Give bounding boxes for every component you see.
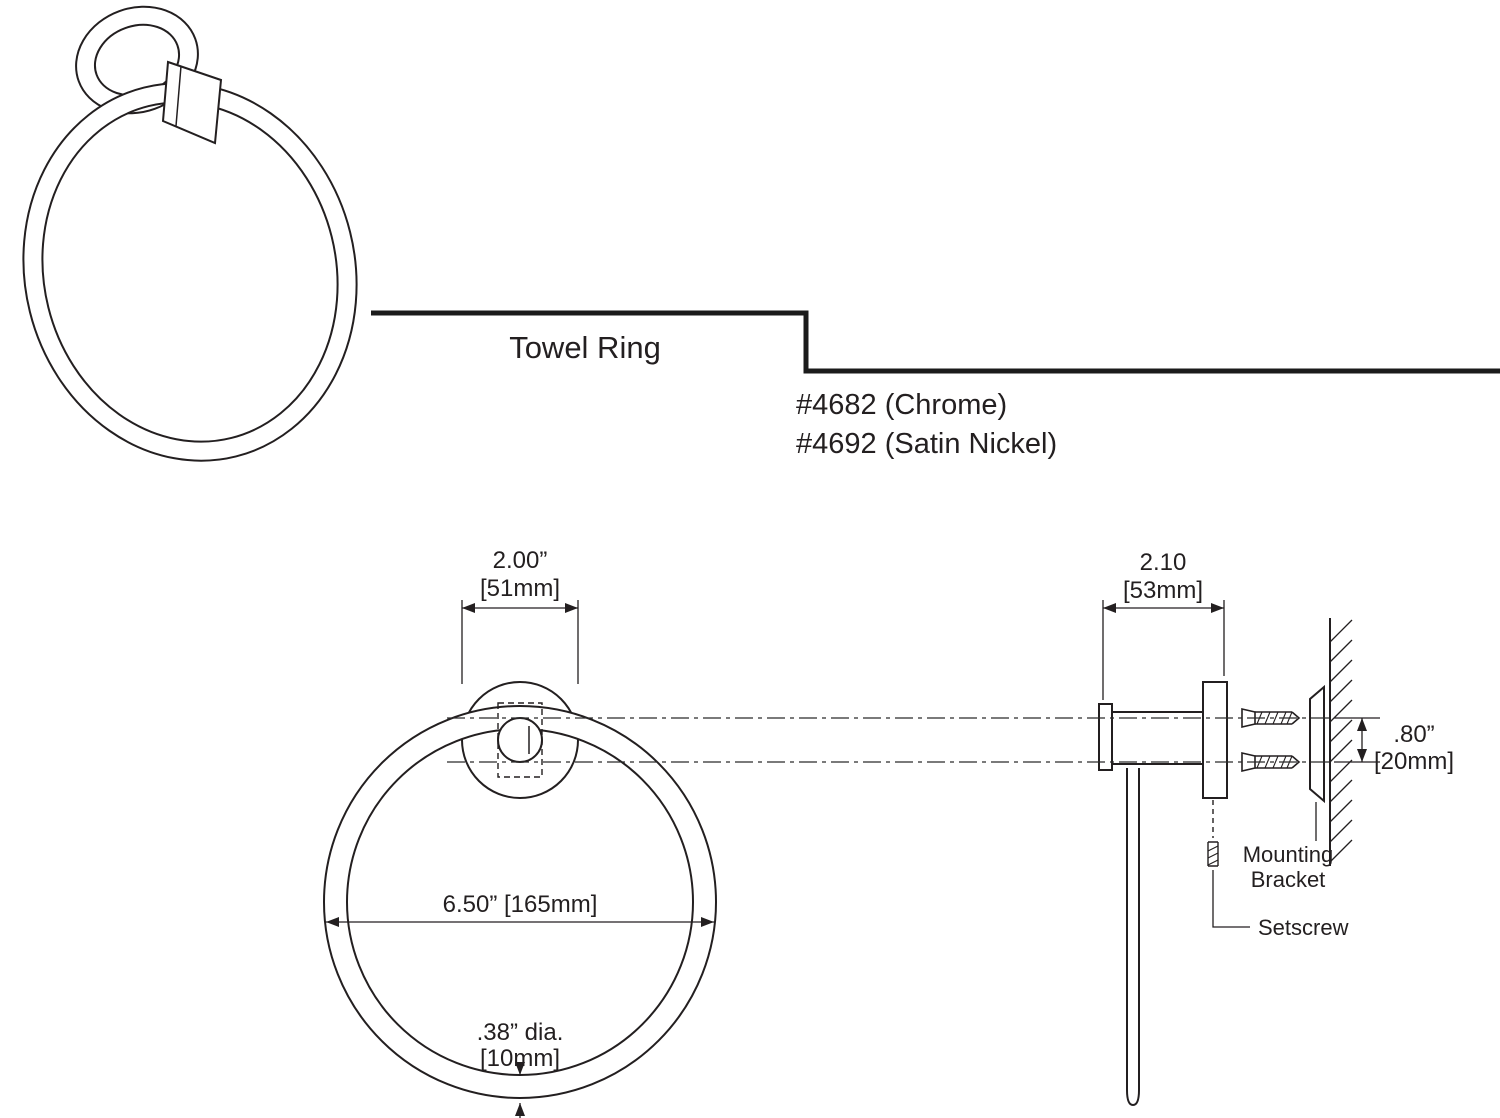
title-block: Towel Ring #4682 (Chrome) #4692 (Satin N… — [371, 310, 1500, 460]
side-post-cap — [1098, 703, 1113, 771]
front-dimensions — [326, 600, 714, 1118]
dim-tube-mm: [10mm] — [480, 1045, 560, 1072]
side-view — [1098, 618, 1353, 1107]
front-dimension-labels: 2.00” [51mm] 6.50” [165mm] .38” dia. [10… — [443, 547, 598, 1072]
model-number-satin-nickel: #4692 (Satin Nickel) — [796, 428, 1057, 460]
side-flange — [1202, 681, 1228, 799]
mounting-bracket-label-line1: Mounting — [1243, 842, 1334, 867]
model-number-chrome: #4682 (Chrome) — [796, 389, 1007, 421]
setscrew-leader — [1212, 870, 1250, 928]
side-dimension-labels: 2.10 [53mm] .80” [20mm] Mounting Bracket… — [1123, 549, 1454, 940]
title-rule — [371, 310, 1500, 374]
dim-depth-extension-lines — [1102, 600, 1225, 700]
dim-width-mm: [51mm] — [480, 575, 560, 602]
front-ring — [322, 705, 718, 1099]
dim-spacing-mm: [20mm] — [1374, 748, 1454, 775]
dim-depth-inches: 2.10 — [1140, 549, 1187, 576]
wall-hatching — [1329, 619, 1353, 863]
side-post — [1111, 711, 1204, 765]
post-clip — [161, 60, 223, 145]
dim-spacing-inches: .80” — [1393, 721, 1434, 748]
dim-tube-inches: .38” dia. — [477, 1019, 564, 1046]
side-ring — [1126, 768, 1140, 1107]
setscrew-glyph — [1207, 841, 1219, 867]
wall-bracket — [1309, 684, 1325, 804]
dim-depth-mm: [53mm] — [1123, 577, 1203, 604]
ring-body — [22, 82, 358, 462]
front-post-boss — [497, 717, 543, 763]
side-dimensions — [1102, 600, 1380, 763]
front-post-hidden — [497, 702, 543, 778]
dim-width-inches: 2.00” — [493, 547, 548, 574]
dim-diameter: 6.50” [165mm] — [443, 891, 598, 918]
mounting-bracket-label-line2: Bracket — [1251, 867, 1326, 892]
setscrew-label: Setscrew — [1258, 915, 1349, 940]
product-title: Towel Ring — [509, 330, 661, 365]
dim-width-extension-lines — [461, 600, 579, 684]
perspective-view — [22, 5, 358, 462]
post-clip-detail — [175, 65, 182, 127]
projection-centerlines — [447, 717, 1332, 763]
